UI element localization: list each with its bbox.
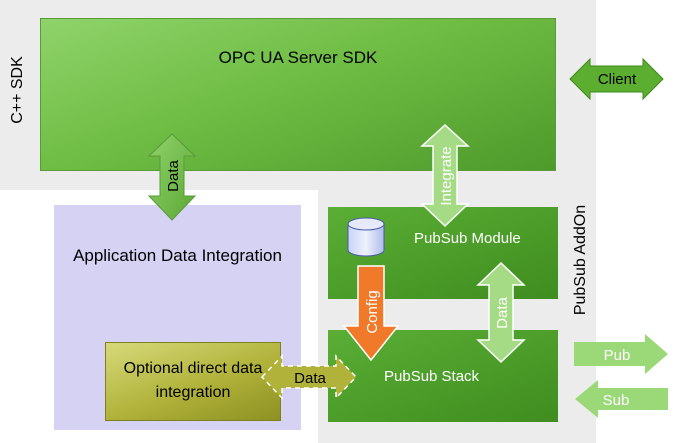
optional-direct-integration-title: Optional direct data integration: [123, 360, 263, 401]
data-server-app-arrow: Data: [147, 133, 197, 221]
pubsub-stack-title: PubSub Stack: [384, 368, 480, 385]
pubsub-module-title: PubSub Module: [414, 230, 521, 247]
data-module-stack-arrow: Data: [476, 261, 526, 364]
config-label: Config: [364, 290, 381, 333]
sub-label: Sub: [603, 392, 630, 409]
integrate-arrow: Integrate: [420, 123, 470, 228]
data-optional-stack-arrow: Data: [260, 354, 358, 400]
client-arrow: Client: [569, 57, 664, 101]
client-arrow-label: Client: [598, 71, 637, 88]
integrate-label: Integrate: [438, 146, 455, 205]
pub-label: Pub: [604, 347, 631, 364]
database-icon: [347, 217, 385, 257]
opc-ua-server-sdk-title: OPC UA Server SDK: [218, 48, 378, 67]
data-optional-stack-label: Data: [294, 370, 326, 387]
config-arrow: Config: [342, 265, 400, 362]
data-module-stack-label: Data: [494, 297, 511, 329]
pub-arrow: Pub: [574, 334, 668, 374]
optional-direct-integration-box: [105, 342, 281, 421]
sub-arrow: Sub: [575, 380, 668, 418]
application-data-integration-title: Application Data Integration: [73, 246, 282, 265]
data-server-app-label: Data: [165, 160, 182, 192]
opc-ua-server-sdk-box: [40, 18, 556, 171]
